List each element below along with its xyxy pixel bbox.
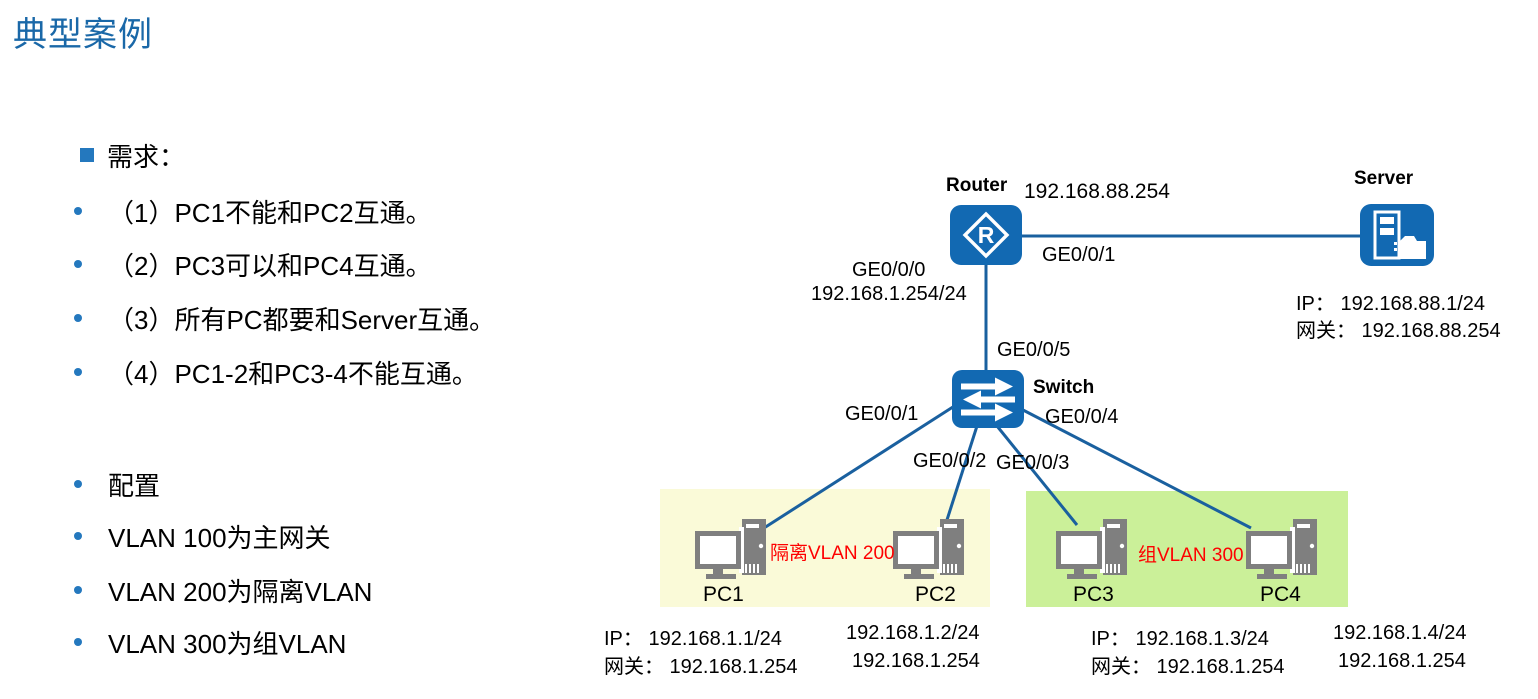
link-switch-pc1 bbox=[763, 403, 957, 530]
link-switch-pc3 bbox=[995, 425, 1079, 526]
config-item-vlan200-label: VLAN 200为隔离VLAN bbox=[108, 576, 373, 607]
pc2-icon bbox=[893, 519, 971, 582]
pc2-label: PC2 bbox=[915, 583, 956, 606]
square-bullet-icon bbox=[80, 148, 94, 162]
requirement-item-4: （4）PC1-2和PC3-4不能互通。 bbox=[74, 355, 478, 389]
dot-bullet-icon bbox=[74, 314, 82, 322]
switch-port-ge003-label: GE0/0/3 bbox=[996, 452, 1070, 474]
router-icon: R bbox=[950, 205, 1022, 265]
pc4-label: PC4 bbox=[1260, 583, 1301, 606]
requirement-item-2-label: （2）PC3可以和PC4互通。 bbox=[108, 250, 432, 281]
requirement-item-3-label: （3）所有PC都要和Server互通。 bbox=[108, 304, 496, 335]
vlan300-label: 组VLAN 300 bbox=[1138, 545, 1244, 566]
server-gateway-label: 网关： 192.168.88.254 bbox=[1296, 320, 1501, 342]
pc4-ip-label: 192.168.1.4/24 bbox=[1333, 622, 1467, 644]
switch-port-ge004-label: GE0/0/4 bbox=[1045, 406, 1119, 428]
server-icon bbox=[1360, 204, 1434, 266]
config-item-vlan200: VLAN 200为隔离VLAN bbox=[74, 573, 372, 607]
config-item-vlan100-label: VLAN 100为主网关 bbox=[108, 522, 331, 553]
link-switch-pc4 bbox=[1022, 408, 1252, 530]
pc4-gateway-label: 192.168.1.254 bbox=[1338, 650, 1466, 672]
dot-bullet-icon bbox=[74, 586, 82, 594]
requirement-item-3: （3）所有PC都要和Server互通。 bbox=[74, 301, 495, 335]
pc1-ip-label: IP： 192.168.1.1/24 bbox=[604, 628, 782, 650]
config-item-vlan100: VLAN 100为主网关 bbox=[74, 519, 331, 553]
link-switch-pc2 bbox=[944, 425, 979, 524]
dot-bullet-icon bbox=[74, 260, 82, 268]
config-item-vlan300-label: VLAN 300为组VLAN bbox=[108, 628, 347, 659]
switch-label: Switch bbox=[1033, 377, 1095, 398]
pc3-ip-label: IP： 192.168.1.3/24 bbox=[1091, 628, 1269, 650]
dot-bullet-icon bbox=[74, 207, 82, 215]
server-label: Server bbox=[1354, 168, 1414, 189]
switch-port-ge002-label: GE0/0/2 bbox=[913, 450, 987, 472]
pc1-icon bbox=[695, 519, 773, 582]
switch-port-ge005-label: GE0/0/5 bbox=[997, 339, 1071, 361]
requirements-header-label: 需求： bbox=[107, 141, 186, 172]
pc2-ip-label: 192.168.1.2/24 bbox=[846, 622, 980, 644]
pc1-gateway-label: 网关： 192.168.1.254 bbox=[604, 656, 798, 678]
pc3-gateway-label: 网关： 192.168.1.254 bbox=[1091, 656, 1285, 678]
pc4-icon bbox=[1246, 519, 1324, 582]
pc3-icon bbox=[1056, 519, 1134, 582]
router-port-ge000-label: GE0/0/0 bbox=[852, 259, 926, 281]
switch-icon bbox=[952, 370, 1024, 428]
router-port-ge001-label: GE0/0/1 bbox=[1042, 244, 1116, 266]
config-item-vlan300: VLAN 300为组VLAN bbox=[74, 625, 346, 659]
pc2-gateway-label: 192.168.1.254 bbox=[852, 650, 980, 672]
dot-bullet-icon bbox=[74, 480, 82, 488]
config-header-row: 配置 bbox=[74, 467, 160, 501]
switch-port-ge001-label: GE0/0/1 bbox=[845, 403, 919, 425]
requirement-item-1-label: （1）PC1不能和PC2互通。 bbox=[108, 197, 432, 228]
requirement-item-1: （1）PC1不能和PC2互通。 bbox=[74, 194, 432, 228]
server-ip-label: IP： 192.168.88.1/24 bbox=[1296, 293, 1486, 315]
dot-bullet-icon bbox=[74, 368, 82, 376]
vlan200-label: 隔离VLAN 200 bbox=[770, 543, 895, 564]
dot-bullet-icon bbox=[74, 532, 82, 540]
router-lan-ip-label: 192.168.1.254/24 bbox=[811, 283, 967, 305]
pc1-label: PC1 bbox=[703, 583, 744, 606]
pc3-label: PC3 bbox=[1073, 583, 1114, 606]
config-header-label: 配置 bbox=[108, 470, 161, 501]
page-title: 典型案例 bbox=[13, 16, 153, 54]
requirements-header-row: 需求： bbox=[80, 138, 185, 172]
router-label: Router bbox=[946, 175, 1008, 196]
requirement-item-2: （2）PC3可以和PC4互通。 bbox=[74, 247, 432, 281]
requirement-item-4-label: （4）PC1-2和PC3-4不能互通。 bbox=[108, 358, 478, 389]
dot-bullet-icon bbox=[74, 638, 82, 646]
svg-text:R: R bbox=[978, 222, 995, 248]
router-wan-ip-label: 192.168.88.254 bbox=[1024, 180, 1170, 203]
